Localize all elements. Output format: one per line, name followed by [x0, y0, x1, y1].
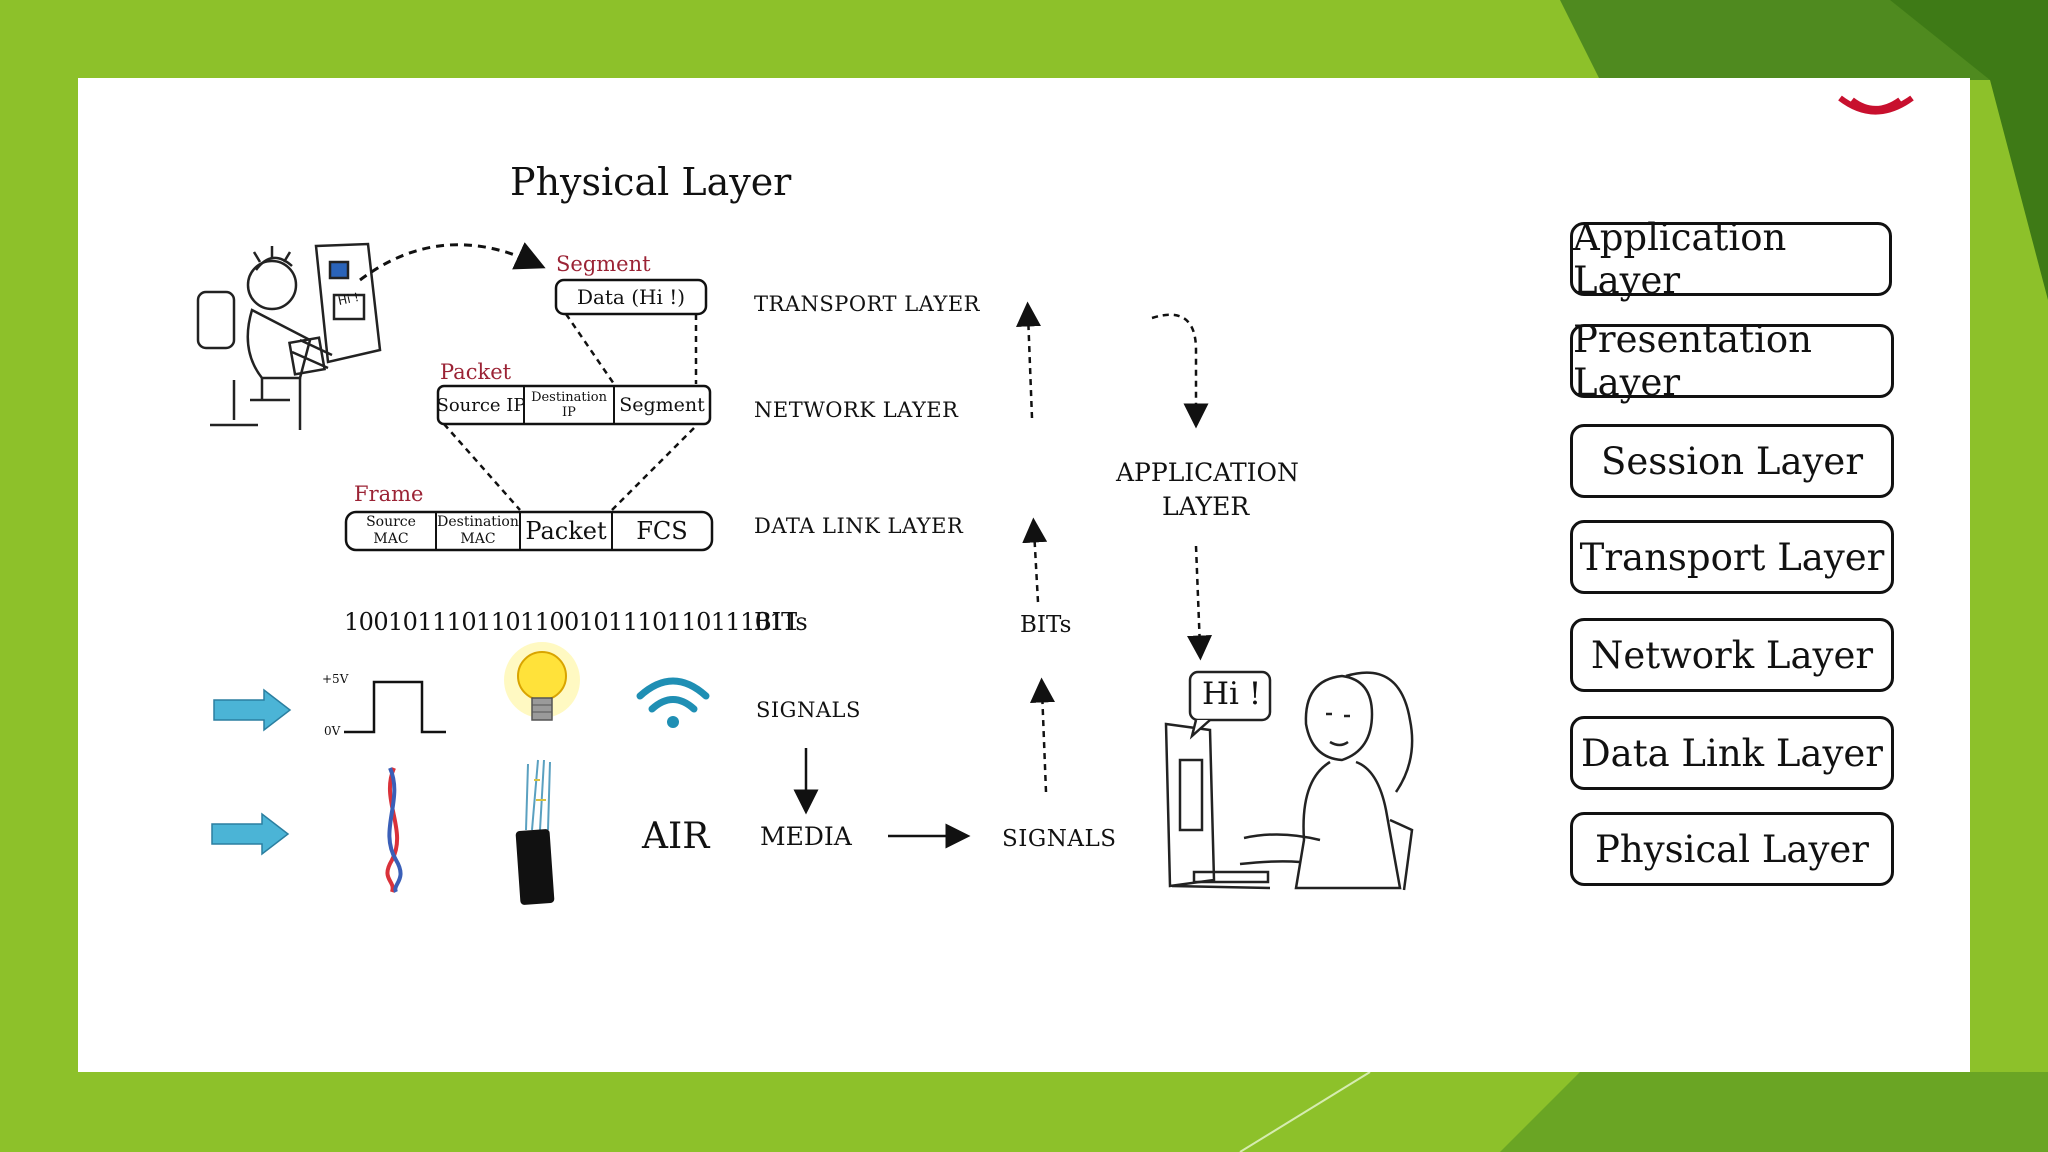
frame-label: Frame [354, 482, 424, 506]
segment-data-cell: Data (Hi !) [576, 285, 686, 309]
fiber-optic-cable-icon [515, 759, 555, 905]
light-bulb-icon [504, 642, 580, 721]
network-layer-caption: NETWORK LAYER [754, 398, 959, 422]
speech-bubble [1188, 670, 1272, 722]
media-caption: MEDIA [760, 822, 852, 851]
blue-arrow-icon [213, 688, 292, 732]
page-title: Physical Layer [510, 160, 792, 204]
boy-at-computer-illustration [196, 242, 382, 430]
blue-arrow-icon [211, 812, 290, 856]
air-medium-label: AIR [642, 816, 710, 857]
osi-layer-data-link: Data Link Layer [1570, 716, 1894, 790]
osi-layer-application: Application Layer [1570, 216, 1892, 302]
packet-source-ip-cell: Source IP [436, 394, 526, 416]
voltage-low-label: 0V [324, 724, 341, 738]
bits-caption: BITs [754, 608, 808, 636]
packet-label: Packet [440, 360, 512, 384]
twisted-pair-cable-icon [385, 767, 403, 893]
segment-label: Segment [556, 252, 651, 276]
osi-layer-physical: Physical Layer [1570, 812, 1894, 886]
brand-logo-icon [1838, 95, 1914, 115]
flow-arrow-boy-to-segment [359, 242, 546, 282]
segment-box [554, 278, 708, 316]
transport-layer-caption: TRANSPORT LAYER [754, 292, 980, 316]
bits-right-caption: BITs [1020, 612, 1072, 638]
wifi-icon [636, 677, 710, 728]
frame-packet-cell: Packet [525, 517, 607, 545]
square-wave-signal [344, 680, 446, 734]
application-caption-line1: APPLICATION [1116, 458, 1299, 487]
data-link-layer-caption: DATA LINK LAYER [754, 514, 964, 538]
voltage-high-label: +5V [322, 672, 349, 686]
osi-layer-presentation: Presentation Layer [1570, 318, 1894, 404]
osi-layer-network: Network Layer [1570, 618, 1894, 692]
packet-box [436, 384, 712, 426]
packet-segment-cell: Segment [619, 394, 705, 416]
girl-at-computer-illustration [1164, 671, 1414, 891]
application-caption-line2: LAYER [1162, 492, 1250, 521]
osi-layer-transport: Transport Layer [1570, 520, 1894, 594]
signals-caption: SIGNALS [756, 698, 861, 722]
frame-fcs-cell: FCS [636, 517, 688, 545]
arrow-network-up-to-transport [1015, 301, 1041, 419]
speech-text: Hi ! [1202, 676, 1262, 712]
arrow-transport-to-application [1151, 313, 1209, 429]
frame-box [344, 510, 714, 552]
arrow-application-to-girl [1187, 545, 1213, 661]
arrow-bits-up-to-datalink [1022, 517, 1048, 603]
arrow-signals-up-to-bits [1029, 677, 1055, 793]
bit-string: 1001011101101100101110110111011 [344, 608, 799, 636]
signals-right-caption: SIGNALS [1002, 826, 1117, 852]
osi-layer-session: Session Layer [1570, 424, 1894, 498]
